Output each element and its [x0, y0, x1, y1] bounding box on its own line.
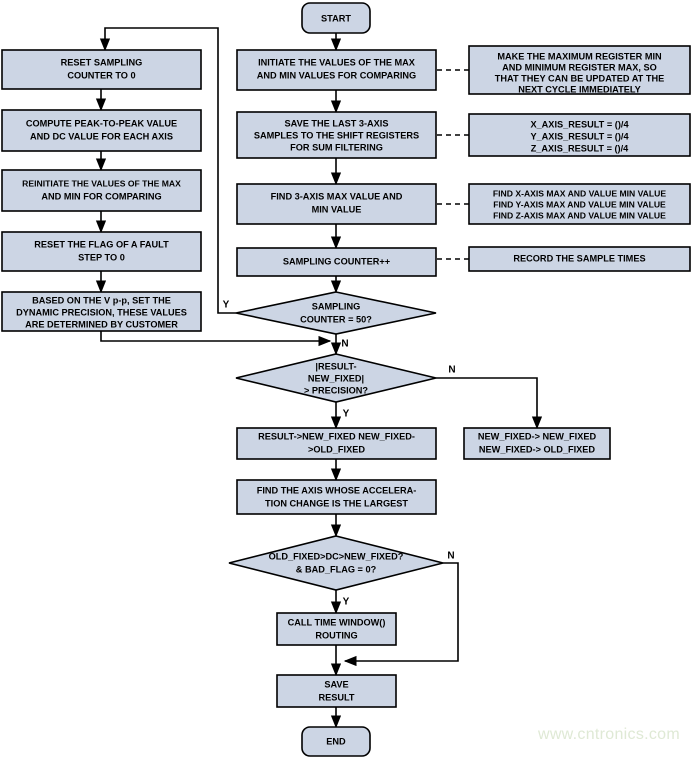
node-end-label: END [326, 736, 346, 746]
node-init-max-min-line2: AND MIN VALUES FOR COMPARING [257, 70, 416, 80]
node-call-time-window-line1: CALL TIME WINDOW() [288, 617, 386, 627]
connectors [95, 27, 543, 729]
node-based-vpp-line2: DYNAMIC PRECISION, THESE VALUES [16, 307, 187, 317]
node-find-axis-line2: TION CHANGE IS THE LARGEST [265, 498, 408, 508]
node-reinit-max-min-line2: AND MIN FOR COMPARING [41, 191, 161, 201]
note-max-min-line2: AND MINIMUM REGISTER MAX, SO [502, 62, 657, 72]
node-oldfixed-line1: OLD_FIXED>DC>NEW_FIXED? [269, 551, 404, 561]
node-newfixed-assign-line2: NEW_FIXED-> OLD_FIXED [479, 444, 596, 454]
note-find-axis-line2: FIND Y-AXIS MAX AND VALUE MIN VALUE [493, 199, 666, 209]
node-precision-line3: > PRECISION? [304, 385, 368, 395]
branch-label-precision-no: N [448, 365, 455, 376]
branch-label-oldfixed-no: N [447, 551, 454, 562]
note-axis-result-line3: Z_AXIS_RESULT = ()/4 [531, 143, 629, 153]
node-save-samples-line2: SAMPLES TO THE SHIFT REGISTERS [254, 130, 419, 140]
node-reset-flag-line1: RESET THE FLAG OF A FAULT [34, 239, 169, 249]
note-max-min-line4: NEXT CYCLE IMMEDIATELY [518, 84, 641, 94]
note-record: RECORD THE SAMPLE TIMES [468, 246, 691, 272]
node-result-assign-line1: RESULT->NEW_FIXED NEW_FIXED- [258, 431, 415, 441]
node-init-max-min-line1: INITIATE THE VALUES OF THE MAX [258, 57, 416, 67]
node-end[interactable]: END [301, 726, 371, 757]
branch-label-counter50-yes: Y [223, 300, 230, 311]
node-reset-flag[interactable]: RESET THE FLAG OF A FAULT STEP TO 0 [1, 231, 202, 272]
node-based-vpp-line1: BASED ON THE V p-p, SET THE [32, 295, 171, 305]
note-max-min-line3: THAT THEY CAN BE UPDATED AT THE [495, 73, 664, 83]
note-find-axis-line3: FIND Z-AXIS MAX AND VALUE MIN VALUE [493, 210, 666, 220]
node-find-max-min-line1: FIND 3-AXIS MAX VALUE AND [271, 191, 403, 201]
node-counter-50-line2: COUNTER = 50? [300, 314, 372, 324]
node-compute-pp-line1: COMPUTE PEAK-TO-PEAK VALUE [26, 118, 177, 128]
branch-label-counter50-no: N [341, 339, 348, 350]
note-axis-result-line2: Y_AXIS_RESULT = ()/4 [530, 131, 629, 141]
branch-labels: Y N Y N Y N [223, 300, 456, 608]
node-start[interactable]: START [301, 2, 371, 34]
branch-label-precision-yes: Y [343, 409, 350, 420]
node-compute-pp-line2: AND DC VALUE FOR EACH AXIS [30, 131, 173, 141]
node-result-assign[interactable]: RESULT->NEW_FIXED NEW_FIXED- >OLD_FIXED [236, 427, 437, 460]
node-counter-50-line1: SAMPLING [312, 301, 361, 311]
node-precision-decision[interactable]: |RESULT- NEW_FIXED| > PRECISION? [235, 353, 437, 403]
node-oldfixed-decision[interactable]: OLD_FIXED>DC>NEW_FIXED? & BAD_FLAG = 0? [228, 535, 444, 591]
note-max-min: MAKE THE MAXIMUM REGISTER MIN AND MINIMU… [468, 45, 691, 95]
node-precision-line2: NEW_FIXED| [308, 373, 364, 383]
node-counter-inc[interactable]: SAMPLING COUNTER++ [236, 247, 437, 277]
note-record-line1: RECORD THE SAMPLE TIMES [513, 253, 645, 263]
node-based-vpp[interactable]: BASED ON THE V p-p, SET THE DYNAMIC PREC… [1, 291, 202, 332]
node-find-max-min[interactable]: FIND 3-AXIS MAX VALUE AND MIN VALUE [236, 183, 437, 225]
node-save-result-line1: SAVE [324, 679, 348, 689]
node-newfixed-assign[interactable]: NEW_FIXED-> NEW_FIXED NEW_FIXED-> OLD_FI… [463, 427, 611, 460]
node-counter-inc-label: SAMPLING COUNTER++ [283, 256, 390, 266]
site-watermark: www.cntronics.com [537, 726, 680, 743]
node-oldfixed-line2: & BAD_FLAG = 0? [296, 564, 377, 574]
branch-label-oldfixed-yes: Y [343, 597, 350, 608]
note-axis-result: X_AXIS_RESULT = ()/4 Y_AXIS_RESULT = ()/… [468, 113, 691, 157]
note-max-min-line1: MAKE THE MAXIMUM REGISTER MIN [497, 51, 662, 61]
node-newfixed-assign-line1: NEW_FIXED-> NEW_FIXED [478, 431, 597, 441]
node-result-assign-line2: >OLD_FIXED [308, 444, 365, 454]
node-init-max-min[interactable]: INITIATE THE VALUES OF THE MAX AND MIN V… [236, 49, 437, 91]
node-save-result[interactable]: SAVE RESULT [276, 674, 397, 708]
node-find-max-min-line2: MIN VALUE [312, 204, 362, 214]
node-reinit-max-min[interactable]: REINITIATE THE VALUES OF THE MAX AND MIN… [1, 169, 202, 212]
node-save-samples-line1: SAVE THE LAST 3-AXIS [285, 118, 389, 128]
node-reinit-max-min-line1: REINITIATE THE VALUES OF THE MAX [22, 178, 181, 188]
note-find-axis-line1: FIND X-AXIS MAX AND VALUE MIN VALUE [493, 188, 666, 198]
node-compute-pp[interactable]: COMPUTE PEAK-TO-PEAK VALUE AND DC VALUE … [1, 109, 202, 152]
node-reset-counter[interactable]: RESET SAMPLING COUNTER TO 0 [1, 49, 202, 90]
note-find-axis: FIND X-AXIS MAX AND VALUE MIN VALUE FIND… [468, 183, 691, 225]
node-reset-counter-line1: RESET SAMPLING [61, 57, 143, 67]
node-start-label: START [321, 13, 351, 23]
edge-oldfixed-no [343, 562, 459, 667]
note-axis-result-line1: X_AXIS_RESULT = ()/4 [530, 119, 629, 129]
node-reset-counter-line2: COUNTER TO 0 [67, 70, 135, 80]
node-find-axis[interactable]: FIND THE AXIS WHOSE ACCELERA- TION CHANG… [236, 479, 437, 515]
node-save-samples-line3: FOR SUM FILTERING [290, 142, 383, 152]
node-save-samples[interactable]: SAVE THE LAST 3-AXIS SAMPLES TO THE SHIF… [236, 111, 437, 159]
node-call-time-window-line2: ROUTING [315, 630, 357, 640]
node-precision-line1: |RESULT- [315, 361, 356, 371]
node-save-result-line2: RESULT [318, 692, 354, 702]
edge-basedvpp-to-precision [100, 331, 332, 347]
node-counter-50-decision[interactable]: SAMPLING COUNTER = 50? [235, 291, 437, 335]
node-call-time-window[interactable]: CALL TIME WINDOW() ROUTING [276, 612, 397, 646]
node-find-axis-line1: FIND THE AXIS WHOSE ACCELERA- [257, 485, 417, 495]
node-reset-flag-line2: STEP TO 0 [78, 252, 125, 262]
edge-precision-no [436, 377, 543, 430]
node-based-vpp-line3: ARE DETERMINED BY CUSTOMER [25, 319, 178, 329]
edge-decision50-yes [99, 27, 236, 314]
